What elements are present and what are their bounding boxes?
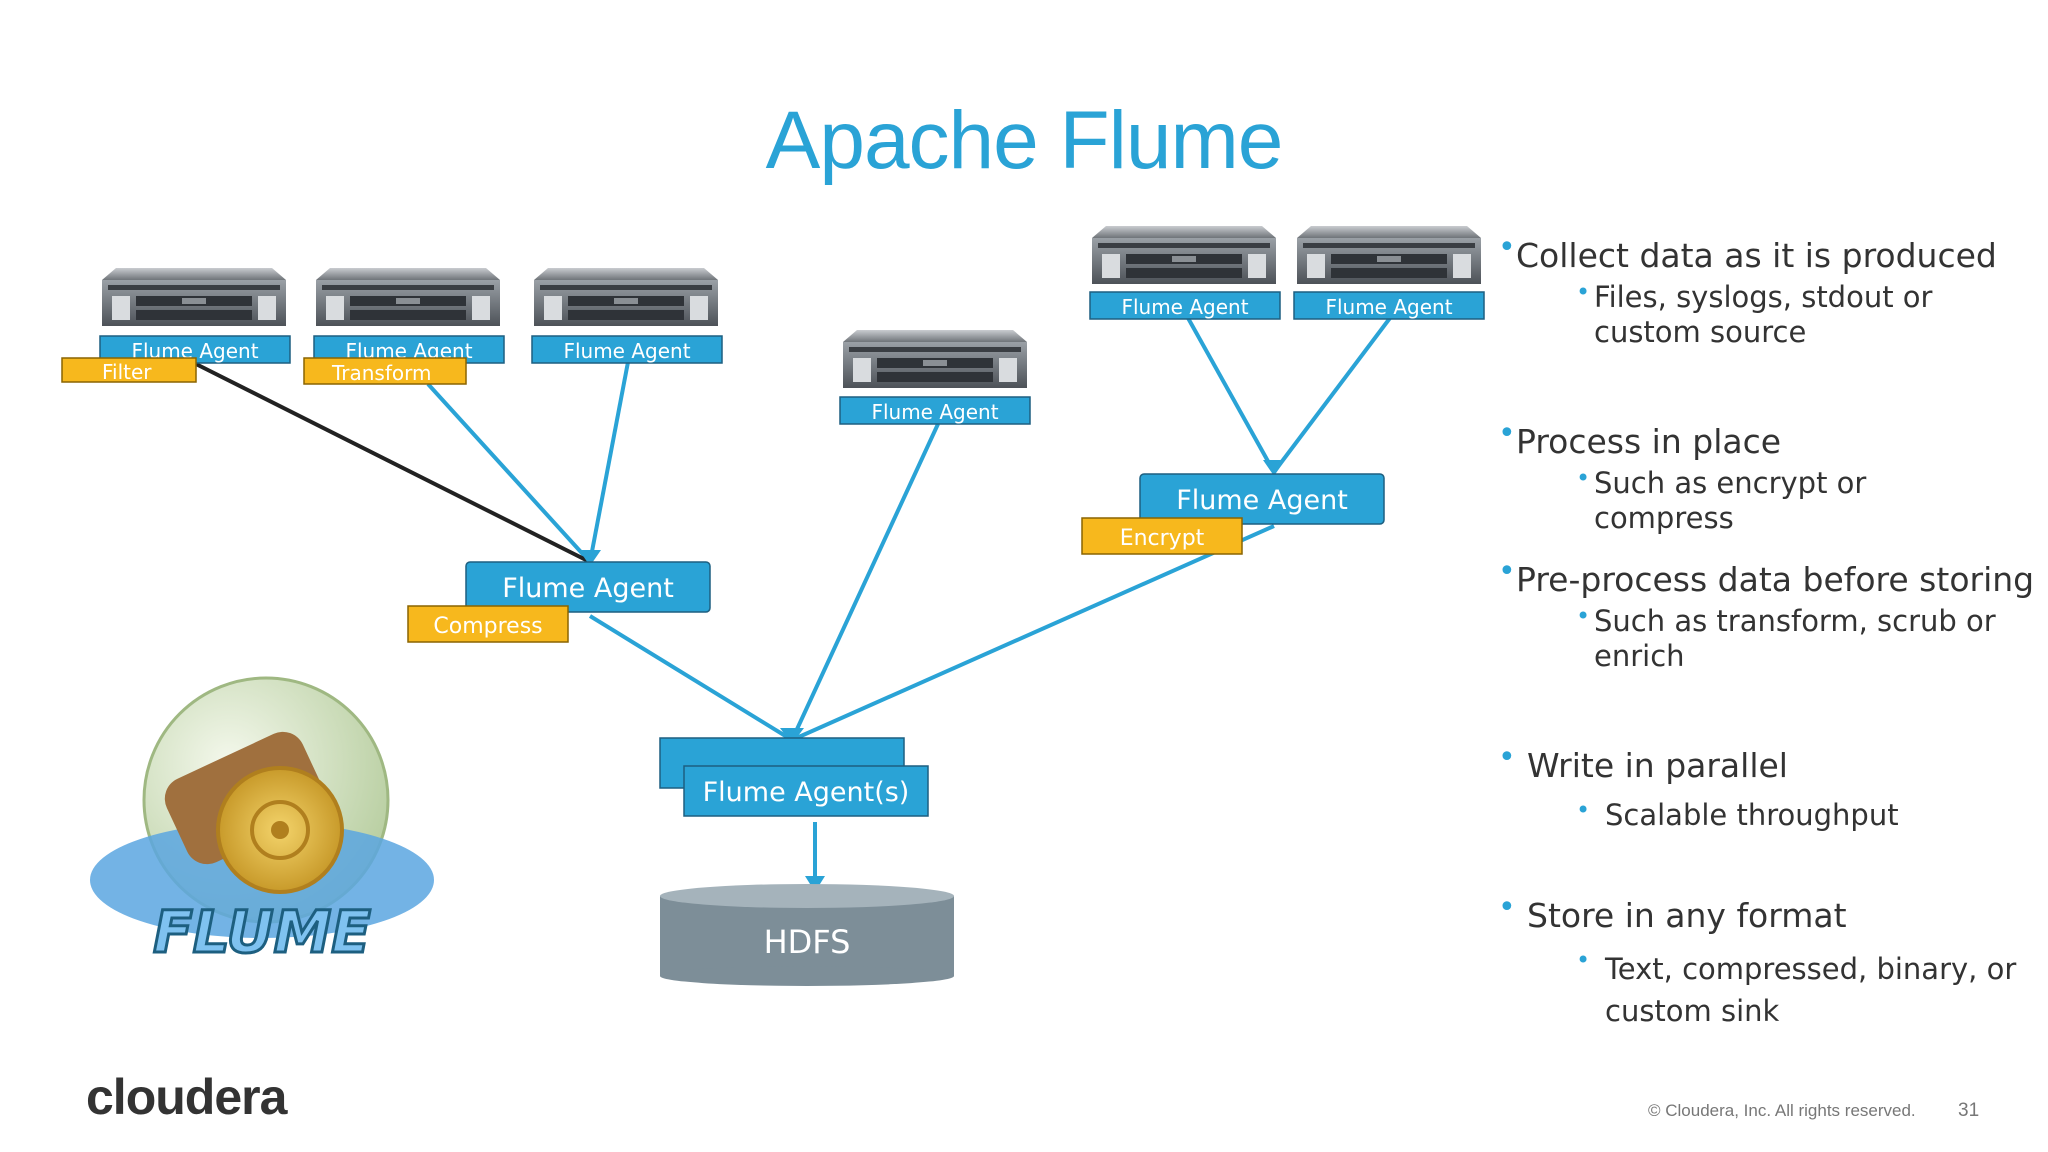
- server-icon: [316, 268, 500, 326]
- agent-label: Flume Agent: [1176, 485, 1348, 516]
- server-icon: [534, 268, 718, 326]
- flume-logo-text: FLUME: [153, 898, 371, 966]
- tag-label: Transform: [331, 361, 431, 385]
- hdfs-label: HDFS: [764, 923, 851, 961]
- tag-filter: Filter: [61, 357, 197, 384]
- arrowhead-midleft: [579, 550, 601, 566]
- link-midleft-to-bottom: [588, 614, 794, 742]
- bullet-store-sub: Text, compressed, binary, or custom sink: [1605, 952, 2017, 1028]
- link-midright-to-bottom: [791, 524, 1275, 742]
- server-icon: [843, 330, 1027, 388]
- agent-label: Flume Agent: [871, 400, 998, 424]
- agent-box-mid-right: Flume Agent: [1139, 473, 1385, 525]
- agent-label: Flume Agent: [502, 573, 674, 604]
- cloudera-logo: cloudera: [86, 1069, 287, 1125]
- log-icon: [164, 731, 344, 894]
- tag-encrypt: Encrypt: [1081, 517, 1243, 555]
- bullet-dot: •: [1576, 278, 1591, 306]
- tag-label: Encrypt: [1120, 526, 1205, 551]
- arrowheads: [579, 460, 1285, 892]
- bullet-dot: •: [1498, 890, 1516, 925]
- copyright-notice: © Cloudera, Inc. All rights reserved.: [1648, 1101, 1916, 1120]
- bullet-preprocess-sub: Such as transform, scrub or enrich: [1594, 604, 1996, 673]
- bullet-write-sub: Scalable throughput: [1605, 798, 1899, 832]
- link-agent1-to-midleft: [195, 362, 591, 564]
- server-icon: [102, 268, 286, 326]
- link-agent6-to-midright: [1272, 316, 1392, 474]
- server-icon: [1297, 226, 1481, 284]
- bullet-dot: •: [1498, 416, 1516, 451]
- agent-box-bottom: Flume Agent(s): [659, 737, 929, 817]
- bullet-store: Store in any format: [1527, 896, 1847, 935]
- bullet-process: Process in place: [1516, 422, 1782, 461]
- link-agent2-to-midleft: [426, 382, 592, 564]
- tag-compress: Compress: [407, 605, 569, 643]
- tag-transform: Transform: [303, 357, 467, 385]
- arrowhead-bottom: [780, 728, 804, 744]
- agent-box-mid-left: Flume Agent: [465, 561, 711, 613]
- bullet-preprocess: Pre-process data before storing: [1516, 560, 2035, 599]
- tag-label: Filter: [102, 360, 152, 384]
- bullet-dot: •: [1498, 740, 1516, 775]
- bullet-dot: •: [1498, 554, 1516, 589]
- hdfs-storage: HDFS: [660, 884, 954, 986]
- slide-title: Apache Flume: [765, 95, 1284, 186]
- flume-logo: FLUME: [90, 676, 434, 968]
- page-number: 31: [1958, 1100, 1980, 1121]
- arrowhead-midright: [1263, 460, 1285, 476]
- bullet-dot: •: [1576, 946, 1591, 974]
- bullet-collect: Collect data as it is produced: [1516, 236, 1997, 275]
- bullet-dot: •: [1498, 230, 1516, 265]
- agent-label: Flume Agent: [563, 339, 690, 363]
- agent-box-5: Flume Agent: [1089, 291, 1281, 320]
- bullet-dot: •: [1576, 602, 1591, 630]
- bullet-dot: •: [1576, 464, 1591, 492]
- agent-label: Flume Agent: [1325, 295, 1452, 319]
- agent-box-6: Flume Agent: [1293, 291, 1485, 320]
- agent-label: Flume Agent: [1121, 295, 1248, 319]
- tag-label: Compress: [433, 614, 542, 639]
- arrowhead-hdfs: [805, 876, 825, 892]
- server-icon: [1092, 226, 1276, 284]
- agent-box-3: Flume Agent: [531, 335, 723, 364]
- agent-label: Flume Agent(s): [703, 777, 910, 808]
- bullet-dot: •: [1576, 796, 1591, 824]
- link-agent5-to-midright: [1186, 317, 1276, 473]
- connection-lines: [426, 316, 1392, 880]
- agent-box-4: Flume Agent: [839, 396, 1031, 425]
- link-agent4-to-bottom: [790, 423, 940, 741]
- bullet-process-sub: Such as encrypt or compress: [1594, 466, 1867, 535]
- bullet-collect-sub: Files, syslogs, stdout or custom source: [1594, 280, 1933, 349]
- bullet-write: Write in parallel: [1527, 746, 1788, 785]
- link-agent3-to-midleft: [588, 361, 630, 563]
